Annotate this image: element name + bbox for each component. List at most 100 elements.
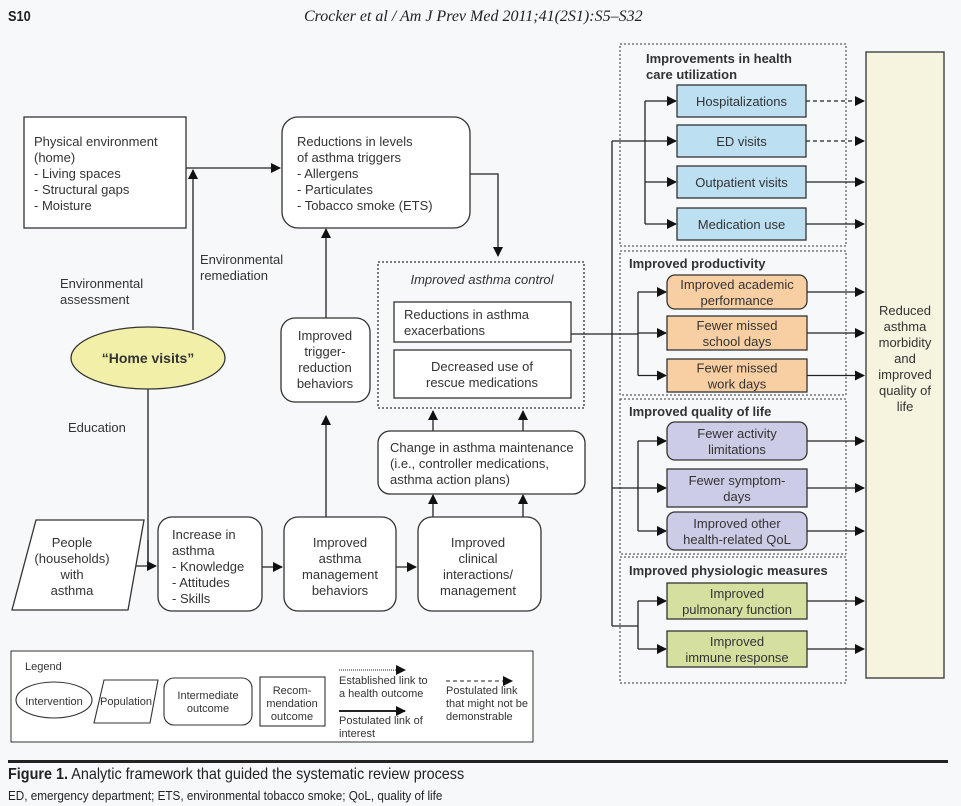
asthma-maintenance-text-line-2: (i.e., controller medications, — [390, 456, 549, 471]
home-visits-label: “Home visits” — [102, 350, 195, 366]
quality-of-life-item-1 — [666, 421, 808, 461]
people-text-line-3: with — [59, 567, 83, 582]
legend-intervention-shape — [15, 681, 93, 719]
productivity-item-1 — [666, 274, 808, 310]
final-outcome-text-line-4: and — [894, 351, 916, 366]
trigger-behaviors-text-line-1: Improved — [298, 328, 352, 343]
health-care-utilization-item-4-text: Medication use — [698, 217, 785, 232]
people-text-line-4: asthma — [51, 583, 94, 598]
clinical-interactions-text-line-4: management — [440, 583, 516, 598]
people-population — [11, 519, 145, 611]
management-behaviors-text-line-1: Improved — [313, 535, 367, 550]
arrow-triggers-to-control — [470, 173, 503, 257]
physical-environment-text-line-2: (home) — [34, 150, 75, 165]
legend-established-label-line-1: Established link to — [339, 675, 428, 687]
health-care-utilization-item-4 — [676, 207, 807, 241]
legend-postulated-interest-label-line-2: interest — [339, 728, 375, 740]
asthma-control-title: Improved asthma control — [410, 272, 554, 287]
quality-of-life-title: Improved quality of life — [629, 404, 771, 419]
health-care-utilization-group — [619, 43, 847, 247]
physiologic-measures-item-1-text-line-2: pulmonary function — [682, 602, 792, 617]
physical-environment-text-line-1: Physical environment — [34, 134, 158, 149]
physical-environment-text-line-5: - Moisture — [34, 198, 92, 213]
exacerbations-text-line-1: Reductions in asthma — [404, 307, 530, 322]
productivity-item-1-text-line-1: Improved academic — [680, 277, 794, 292]
legend-title: Legend — [25, 661, 62, 673]
legend-intermediate-shape — [163, 677, 253, 726]
final-outcome-text-line-7: life — [897, 399, 914, 414]
asthma-triggers-box — [281, 116, 471, 229]
people-text-line-1: People — [52, 535, 92, 550]
physiologic-measures-title: Improved physiologic measures — [629, 563, 828, 578]
final-outcome-text-line-6: quality of — [879, 383, 931, 398]
physiologic-measures-item-2 — [666, 630, 808, 668]
page-number: S10 — [8, 8, 31, 25]
rescue-meds-text-line-2: rescue medications — [426, 375, 538, 390]
management-behaviors-text-line-3: management — [302, 567, 378, 582]
trigger-behaviors-text-line-4: behaviors — [297, 376, 354, 391]
final-outcome-text-line-5: improved — [878, 367, 931, 382]
increase-knowledge-text-line-1: Increase in — [172, 527, 236, 542]
clinical-interactions-text-line-1: Improved — [451, 535, 505, 550]
physiologic-measures-item-1-text-line-1: Improved — [710, 586, 764, 601]
legend-postulated-not-label-line-2: that might not be — [446, 698, 528, 710]
quality-of-life-item-2-text-line-1: Fewer symptom- — [689, 473, 786, 488]
health-care-utilization-title-line-2: care utilization — [646, 67, 737, 82]
legend-population-label: Population — [100, 696, 152, 708]
management-behaviors-text-line-4: behaviors — [312, 583, 369, 598]
home-visits-intervention — [70, 326, 226, 390]
people-text-line-2: (households) — [34, 551, 109, 566]
physical-environment-text-line-4: - Structural gaps — [34, 182, 130, 197]
productivity-item-3-text-line-1: Fewer missed — [697, 361, 778, 376]
rescue-meds-box — [393, 349, 572, 399]
education-label: Education — [68, 420, 126, 435]
legend-recommendation-label-line-2: mendation — [266, 698, 317, 710]
trigger-behaviors-text-line-3: reduction — [298, 360, 351, 375]
increase-knowledge-text-line-3: - Knowledge — [172, 559, 244, 574]
physiologic-measures-group — [619, 556, 847, 684]
asthma-maintenance-text-line-1: Change in asthma maintenance — [390, 440, 574, 455]
productivity-item-3-text-line-2: work days — [707, 377, 767, 392]
figure-label: Figure 1. — [8, 766, 69, 783]
legend-intervention-label: Intervention — [25, 696, 82, 708]
quality-of-life-item-1-text-line-1: Fewer activity — [697, 426, 777, 441]
health-care-utilization-item-1 — [676, 84, 807, 118]
legend-postulated-not-label-line-1: Postulated link — [446, 685, 518, 697]
health-care-utilization-item-3-text: Outpatient visits — [695, 175, 788, 190]
clinical-interactions-text-line-2: clinical — [458, 551, 497, 566]
productivity-item-2-text-line-2: school days — [703, 334, 772, 349]
environmental-assessment-label-line-2: assessment — [60, 292, 130, 307]
caption-abbreviations: ED, emergency department; ETS, environme… — [8, 788, 443, 803]
final-outcome-text-line-3: morbidity — [879, 335, 932, 350]
health-care-utilization-item-3 — [676, 165, 807, 199]
physical-environment-box — [23, 116, 187, 229]
productivity-title: Improved productivity — [629, 256, 766, 271]
legend-established-label-line-2: a health outcome — [339, 688, 423, 700]
increase-knowledge-box — [157, 516, 263, 612]
clinical-interactions-box — [417, 516, 542, 612]
health-care-utilization-item-2 — [676, 124, 807, 158]
productivity-item-2-text-line-1: Fewer missed — [697, 318, 778, 333]
asthma-triggers-text-line-4: - Particulates — [297, 182, 373, 197]
asthma-triggers-text-line-2: of asthma triggers — [297, 150, 402, 165]
figure-caption: Figure 1. Analytic framework that guided… — [8, 766, 464, 784]
exacerbations-box — [393, 301, 572, 343]
legend-intermediate-label-line-2: outcome — [187, 703, 229, 715]
quality-of-life-item-1-text-line-2: limitations — [708, 442, 766, 457]
asthma-maintenance-text-line-3: asthma action plans) — [390, 472, 510, 487]
exacerbations-text-line-2: exacerbations — [404, 323, 485, 338]
asthma-triggers-text-line-5: - Tobacco smoke (ETS) — [297, 198, 433, 213]
health-care-utilization-title-line-1: Improvements in health — [646, 51, 792, 66]
legend-intermediate-label-line-1: Intermediate — [177, 690, 238, 702]
legend-recommendation-label-line-3: outcome — [271, 711, 313, 723]
clinical-interactions-text-line-3: interactions/ — [443, 567, 513, 582]
productivity-item-1-text-line-2: performance — [701, 293, 774, 308]
quality-of-life-group — [619, 398, 847, 555]
management-behaviors-text-line-2: asthma — [319, 551, 362, 566]
productivity-group — [619, 250, 847, 396]
increase-knowledge-text-line-4: - Attitudes — [172, 575, 230, 590]
quality-of-life-item-3-text-line-2: health-related QoL — [683, 532, 791, 547]
asthma-triggers-text-line-3: - Allergens — [297, 166, 359, 181]
physiologic-measures-item-1 — [666, 582, 808, 620]
final-outcome-text-line-1: Reduced — [879, 303, 931, 318]
